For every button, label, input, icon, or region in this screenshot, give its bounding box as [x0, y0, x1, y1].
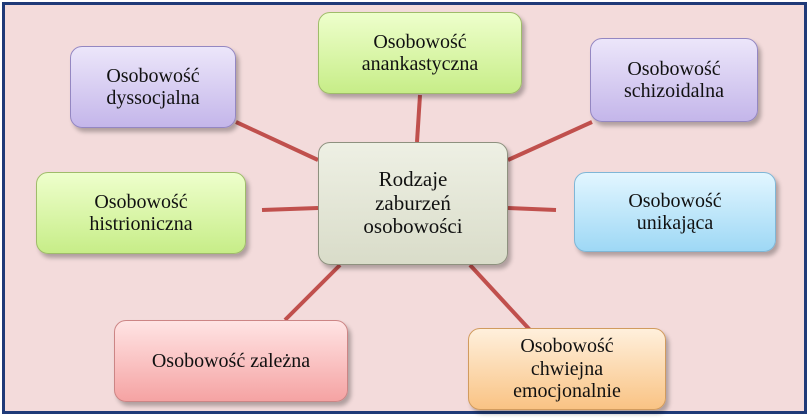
- connector-zalezna: [283, 263, 342, 322]
- connector-unikajaca: [507, 206, 557, 212]
- node-zalezna: Osobowość zależna: [114, 320, 348, 402]
- node-anankastyczna: Osobowość anankastyczna: [318, 12, 522, 94]
- node-dyssocjalna: Osobowość dyssocjalna: [70, 46, 236, 128]
- node-histrioniczna: Osobowość histrioniczna: [36, 172, 246, 254]
- node-anankastyczna-label: Osobowość anankastyczna: [361, 30, 479, 75]
- connector-schizoidalna: [507, 120, 593, 162]
- node-zalezna-label: Osobowość zależna: [151, 349, 311, 372]
- node-chwiejna-label: Osobowość chwiejna emocjonalnie: [513, 335, 621, 403]
- node-chwiejna: Osobowość chwiejna emocjonalnie: [468, 328, 666, 410]
- connector-anankastyczna: [415, 94, 422, 143]
- center-node-label: Rodzaje zaburzeń osobowości: [363, 167, 463, 239]
- node-unikajaca: Osobowość unikająca: [574, 172, 776, 252]
- node-histrioniczna-label: Osobowość histrioniczna: [89, 190, 193, 235]
- node-schizoidalna-label: Osobowość schizoidalna: [624, 57, 724, 102]
- connector-chwiejna: [468, 263, 532, 332]
- node-dyssocjalna-label: Osobowość dyssocjalna: [106, 64, 200, 109]
- node-schizoidalna: Osobowość schizoidalna: [590, 38, 758, 122]
- connector-histrioniczna: [261, 206, 319, 212]
- connector-dyssocjalna: [235, 120, 319, 162]
- center-node: Rodzaje zaburzeń osobowości: [318, 142, 508, 265]
- node-unikajaca-label: Osobowość unikająca: [628, 189, 722, 234]
